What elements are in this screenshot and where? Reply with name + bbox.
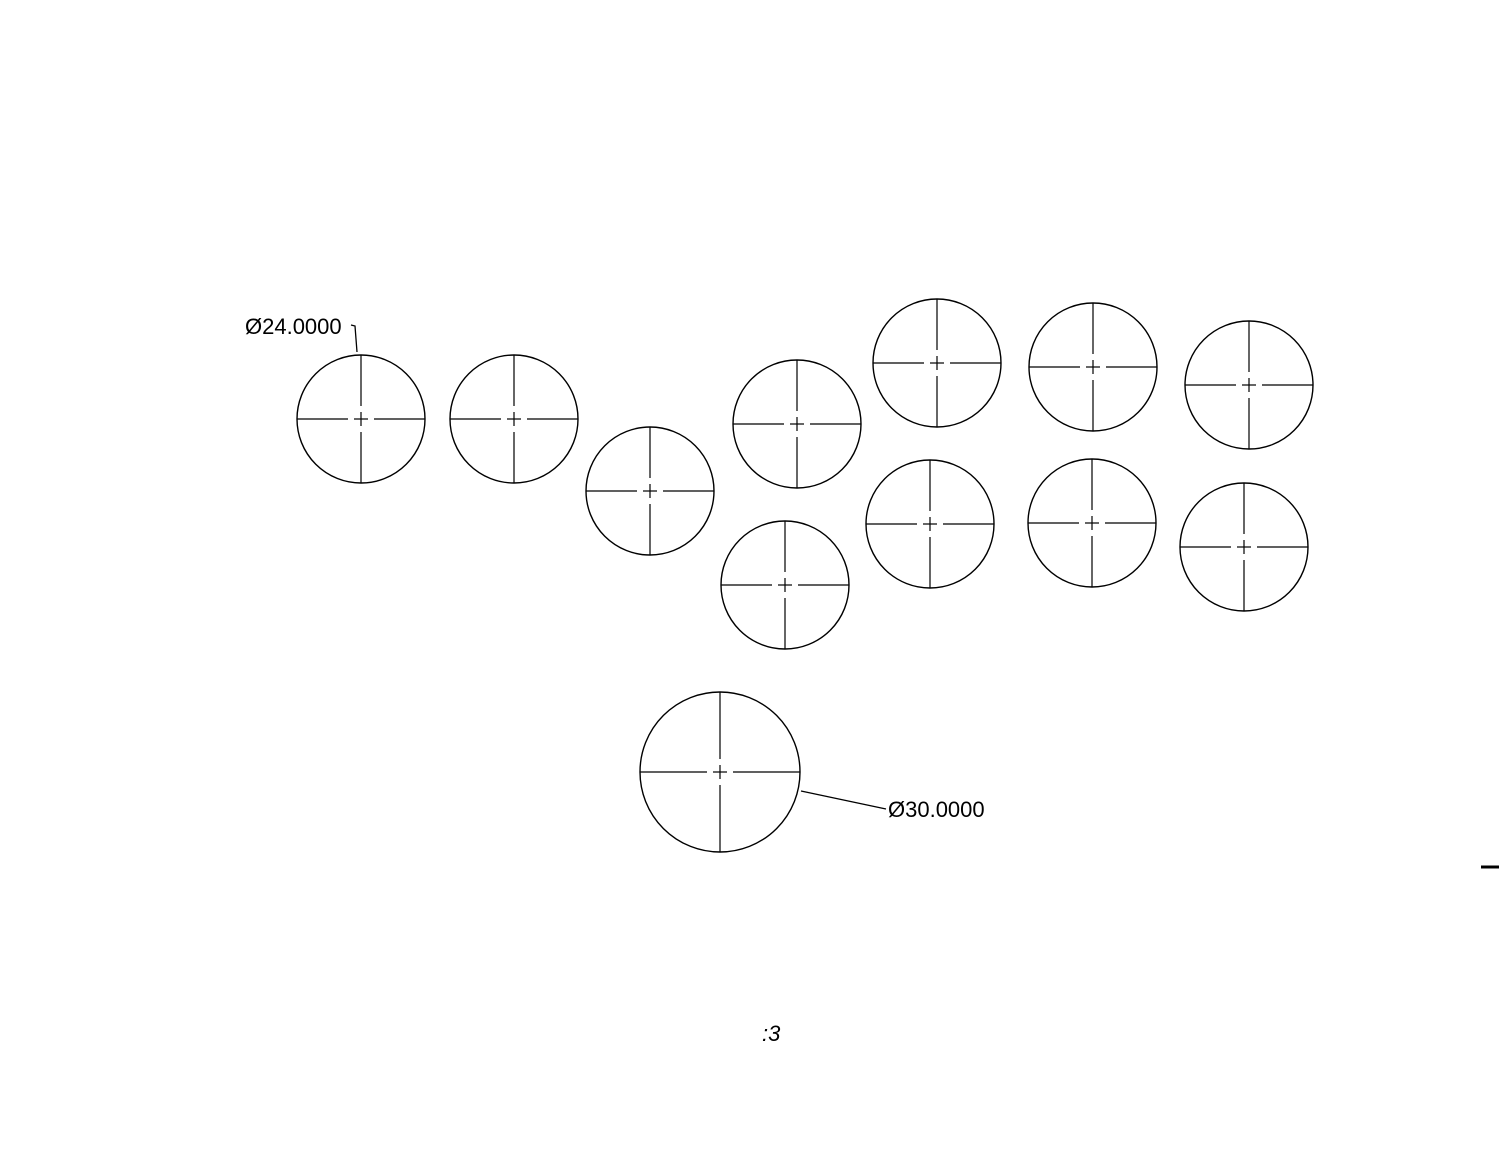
hole-2: [449, 354, 579, 484]
page-number: :3: [762, 1021, 781, 1046]
hole-11: [1179, 482, 1309, 612]
hole-5: [872, 298, 1002, 428]
hole-12: [639, 691, 801, 853]
hole-9: [865, 459, 995, 589]
hole-7: [1184, 320, 1314, 450]
small-hole-diameter-label: Ø24.0000: [245, 314, 342, 339]
large-hole-diameter-label: Ø30.0000: [888, 797, 985, 822]
hole-6: [1028, 302, 1158, 432]
hole-3: [585, 426, 715, 556]
large-hole-leader: [800, 790, 887, 810]
hole-10: [1027, 458, 1157, 588]
hole-4: [732, 359, 862, 489]
small-hole-leader: [350, 324, 358, 353]
hole-8: [720, 520, 850, 650]
hole-pattern: [296, 298, 1314, 853]
hole-1: [296, 354, 426, 484]
